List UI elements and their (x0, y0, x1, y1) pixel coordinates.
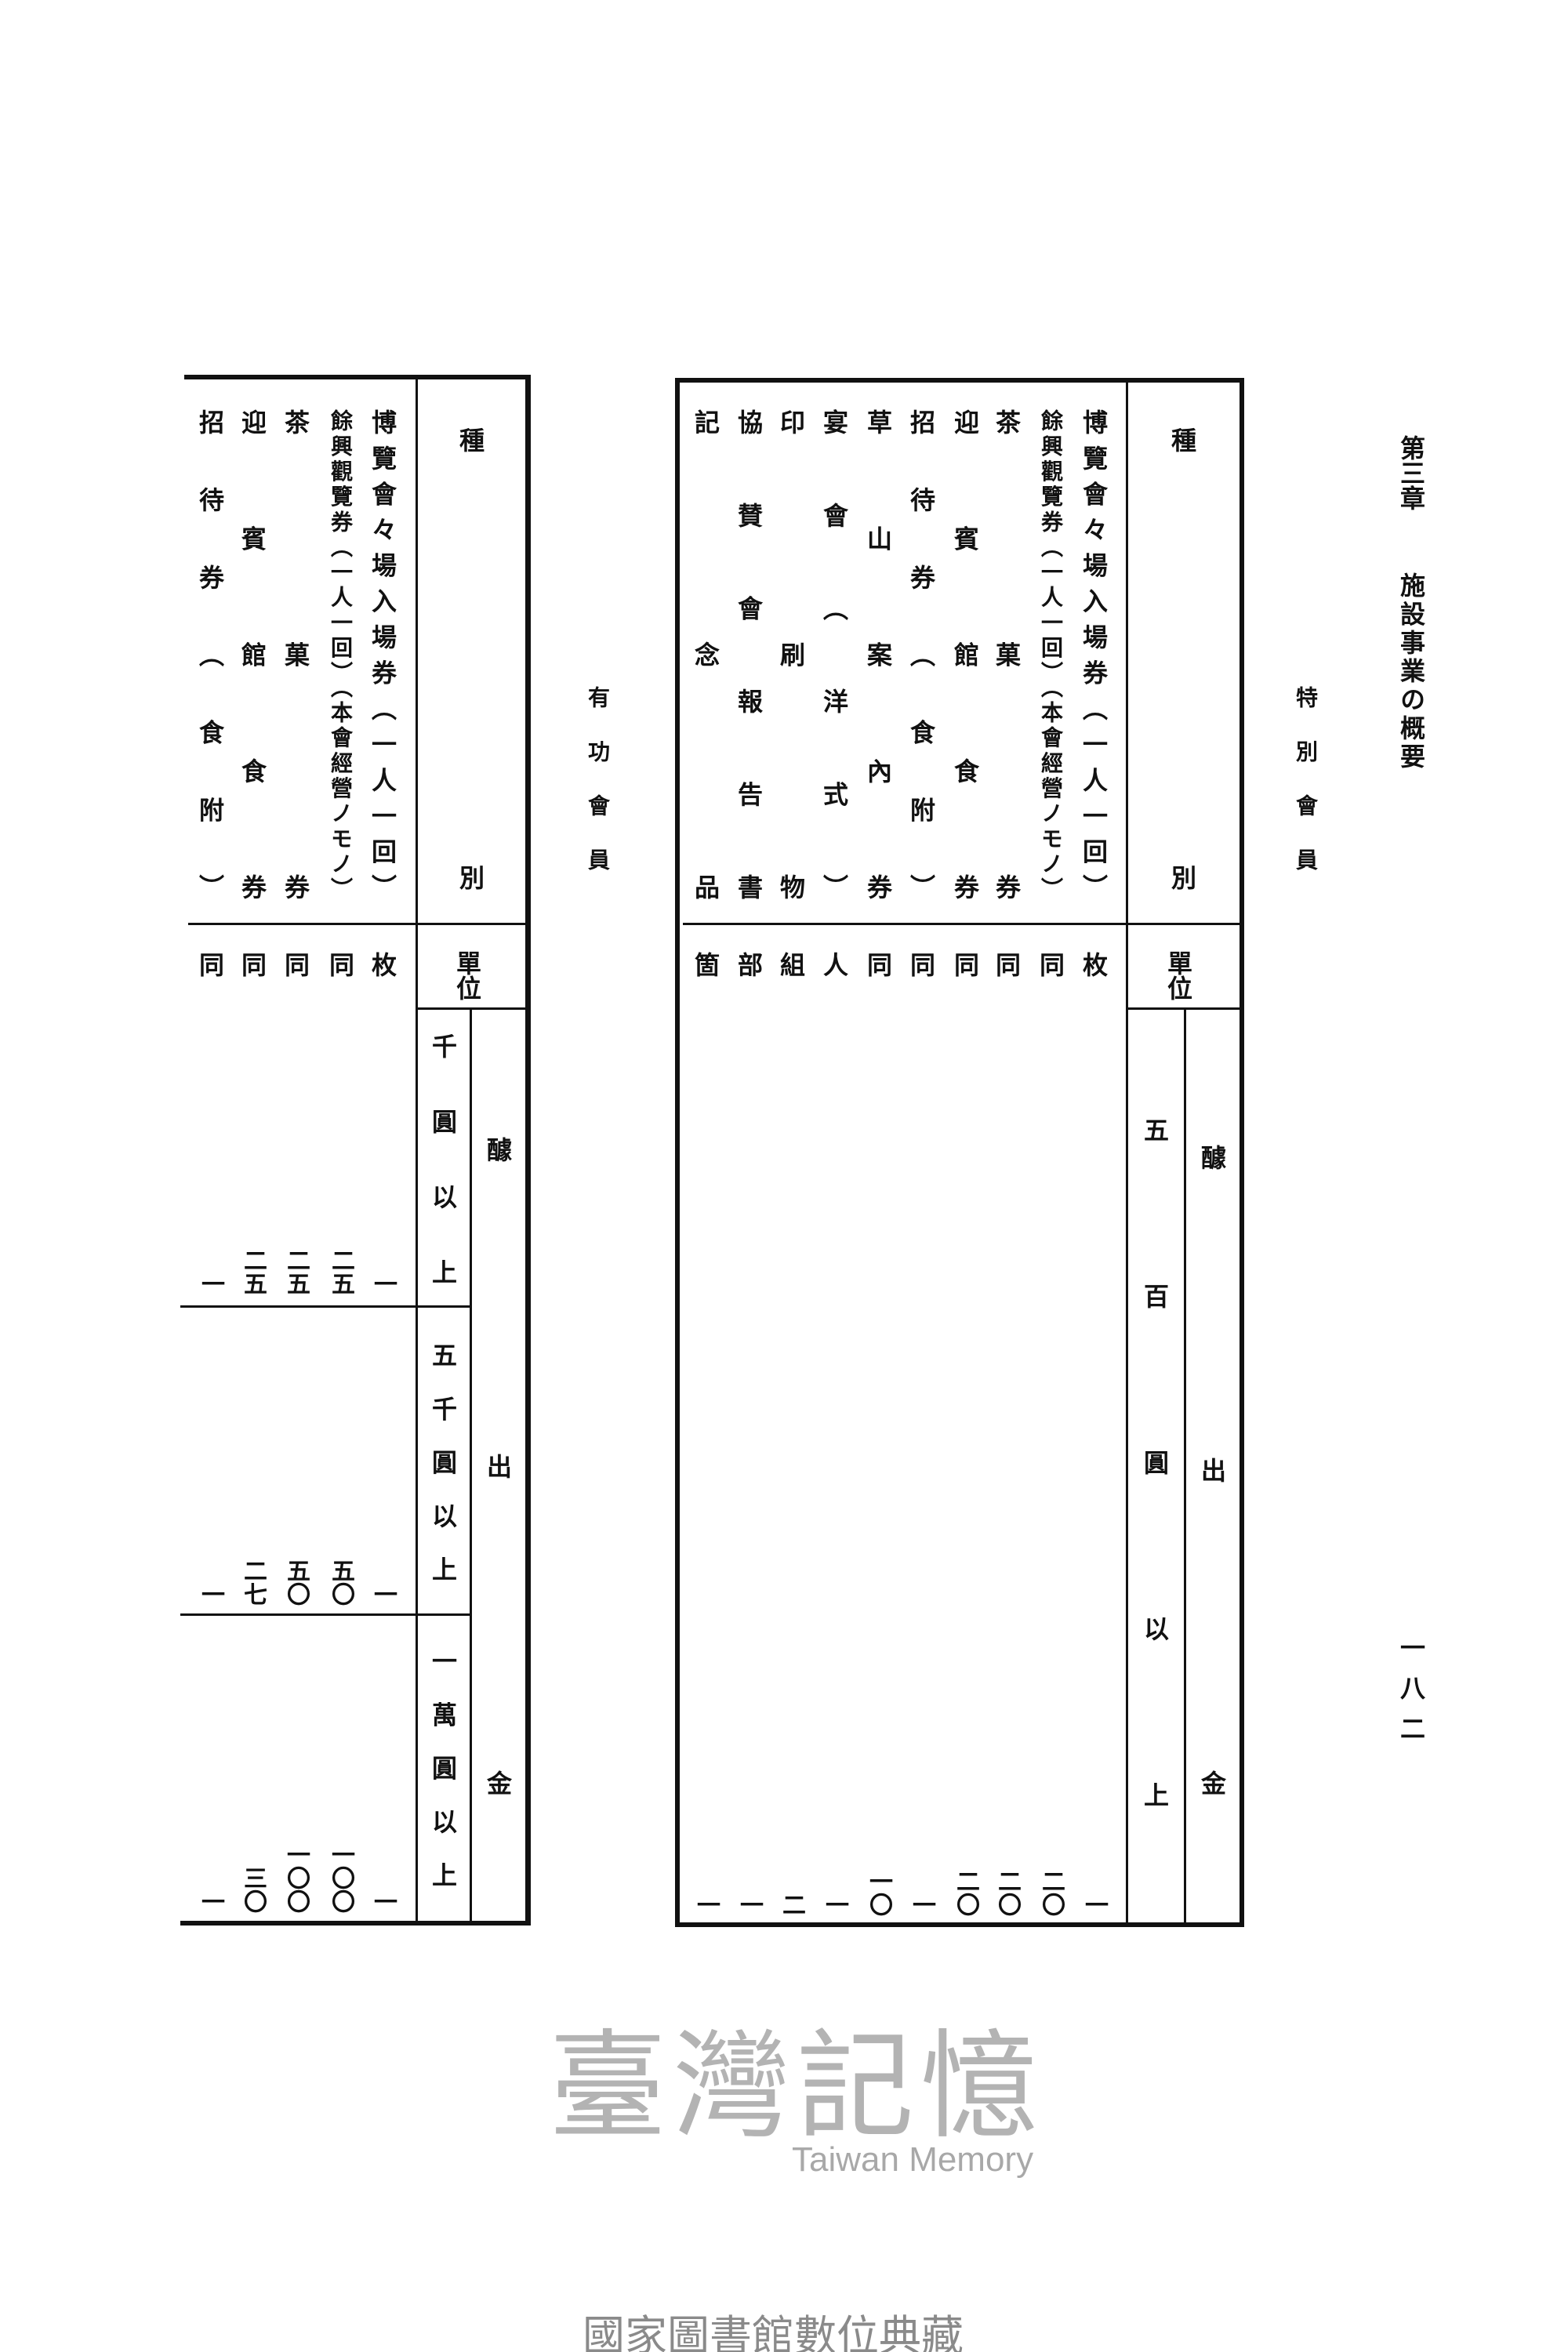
row-label: 草山案內券 (863, 409, 893, 899)
table-left-border (675, 378, 680, 1922)
row-unit: 同 (325, 952, 355, 977)
table-top-border (184, 375, 525, 379)
row-value: 一 (197, 1889, 224, 1913)
row-label: 迎賓館食券 (238, 409, 267, 899)
row-value: 一 (1080, 1893, 1108, 1916)
row-unit: 同 (992, 952, 1022, 977)
row-unit: 箇 (691, 952, 720, 977)
row-value: 二〇 (993, 1869, 1021, 1916)
kind-header: 種別 (1167, 427, 1197, 890)
row-unit: 同 (906, 952, 936, 977)
row-unit: 人 (819, 952, 849, 977)
watermark-logo: 臺灣記憶 (549, 2019, 1045, 2155)
row-value: 一 (908, 1893, 935, 1916)
watermark-subtitle: Taiwan Memory (792, 2140, 1034, 2179)
row-unit: 同 (950, 952, 980, 977)
unit-row-divider (1126, 1007, 1240, 1010)
tier-divider (180, 1613, 470, 1616)
table-right-border (1240, 378, 1244, 1927)
row-value: 一 (369, 1889, 397, 1913)
row-value: 二七 (239, 1559, 267, 1606)
row-value: 二〇 (1037, 1869, 1065, 1916)
page-number: 一八二 (1396, 1635, 1426, 1740)
unit-header: 單位 (1163, 950, 1193, 1000)
row-unit: 枚 (1079, 952, 1109, 977)
row-value: 一 (821, 1893, 848, 1916)
row-value: 一 (369, 1582, 397, 1606)
row-unit: 同 (863, 952, 893, 977)
row-label: 招待券（食附） (195, 409, 225, 899)
row-value: 三〇 (239, 1866, 267, 1913)
tier-label: 五百圓以上 (1140, 1117, 1170, 1807)
row-value: 一 (197, 1272, 224, 1295)
row-label: 博覽會々場入場券（一人一回） (1079, 409, 1109, 899)
contribution-header: 醵出金 (1197, 1145, 1227, 1795)
row-label: 記念品 (691, 409, 720, 899)
section-title-special-members: 特別會員 (1293, 686, 1319, 870)
tier-label: 五千圓以上 (428, 1342, 458, 1581)
tier-label: 千圓以上 (428, 1033, 458, 1284)
row-value: 一〇 (865, 1869, 892, 1916)
table-bottom-border (675, 1922, 1244, 1927)
row-label: 博覽會々場入場券（一人一回） (368, 409, 397, 899)
kind-header: 種別 (456, 427, 485, 890)
row-value: 二五 (282, 1248, 310, 1295)
row-label: 招待券（食附） (906, 409, 936, 899)
contribution-divider (470, 1007, 472, 1921)
row-label: 迎賓館食券 (950, 409, 980, 899)
table-bottom-border (180, 1921, 530, 1926)
row-value: 二五 (327, 1248, 354, 1295)
row-value: 二 (778, 1893, 805, 1916)
row-value: 一〇〇 (282, 1842, 310, 1913)
unit-header: 單位 (452, 950, 482, 1000)
chapter-title: 施設事業の概要 (1396, 572, 1426, 768)
header-column-divider (1126, 378, 1128, 1922)
archive-footer: 國家圖書館數位典藏 (583, 2311, 964, 2352)
row-value: 五〇 (282, 1559, 310, 1606)
row-value: 二〇 (952, 1869, 979, 1916)
row-label: 茶菓券 (992, 409, 1022, 899)
row-unit: 部 (734, 952, 764, 977)
chapter-label: 第三章 (1396, 435, 1426, 510)
row-value: 一〇〇 (327, 1842, 354, 1913)
row-unit: 同 (1036, 952, 1065, 977)
row-value: 一 (692, 1893, 720, 1916)
header-row-divider (683, 923, 1240, 925)
tier-divider (180, 1305, 470, 1308)
row-label: 印刷物 (776, 409, 806, 899)
row-label: 協賛會報告書 (734, 409, 764, 899)
row-unit: 枚 (368, 952, 397, 977)
row-value: 二五 (239, 1248, 267, 1295)
header-column-divider (416, 375, 418, 1921)
row-value: 一 (197, 1582, 224, 1606)
row-label: 宴會（洋式） (819, 409, 849, 899)
row-unit: 同 (281, 952, 310, 977)
row-unit: 同 (195, 952, 225, 977)
row-value: 一 (735, 1893, 763, 1916)
row-label: 餘興觀覽券（一人一回）（本會經營ノモノ） (1038, 409, 1064, 899)
row-value: 五〇 (327, 1559, 354, 1606)
row-unit: 組 (776, 952, 806, 977)
section-title-meritorious-members: 有功會員 (585, 686, 611, 870)
table-right-border (525, 375, 531, 1926)
row-label: 茶菓券 (281, 409, 310, 899)
contribution-header: 醵出金 (483, 1137, 513, 1795)
tier-label: 一萬圓以上 (428, 1648, 458, 1887)
row-value: 一 (369, 1272, 397, 1295)
contribution-divider (1184, 1007, 1186, 1922)
row-unit: 同 (238, 952, 267, 977)
table-top-border (675, 378, 1244, 383)
row-label: 餘興觀覽券（一人一回）（本會經營ノモノ） (328, 409, 354, 899)
header-row-divider (188, 923, 525, 925)
